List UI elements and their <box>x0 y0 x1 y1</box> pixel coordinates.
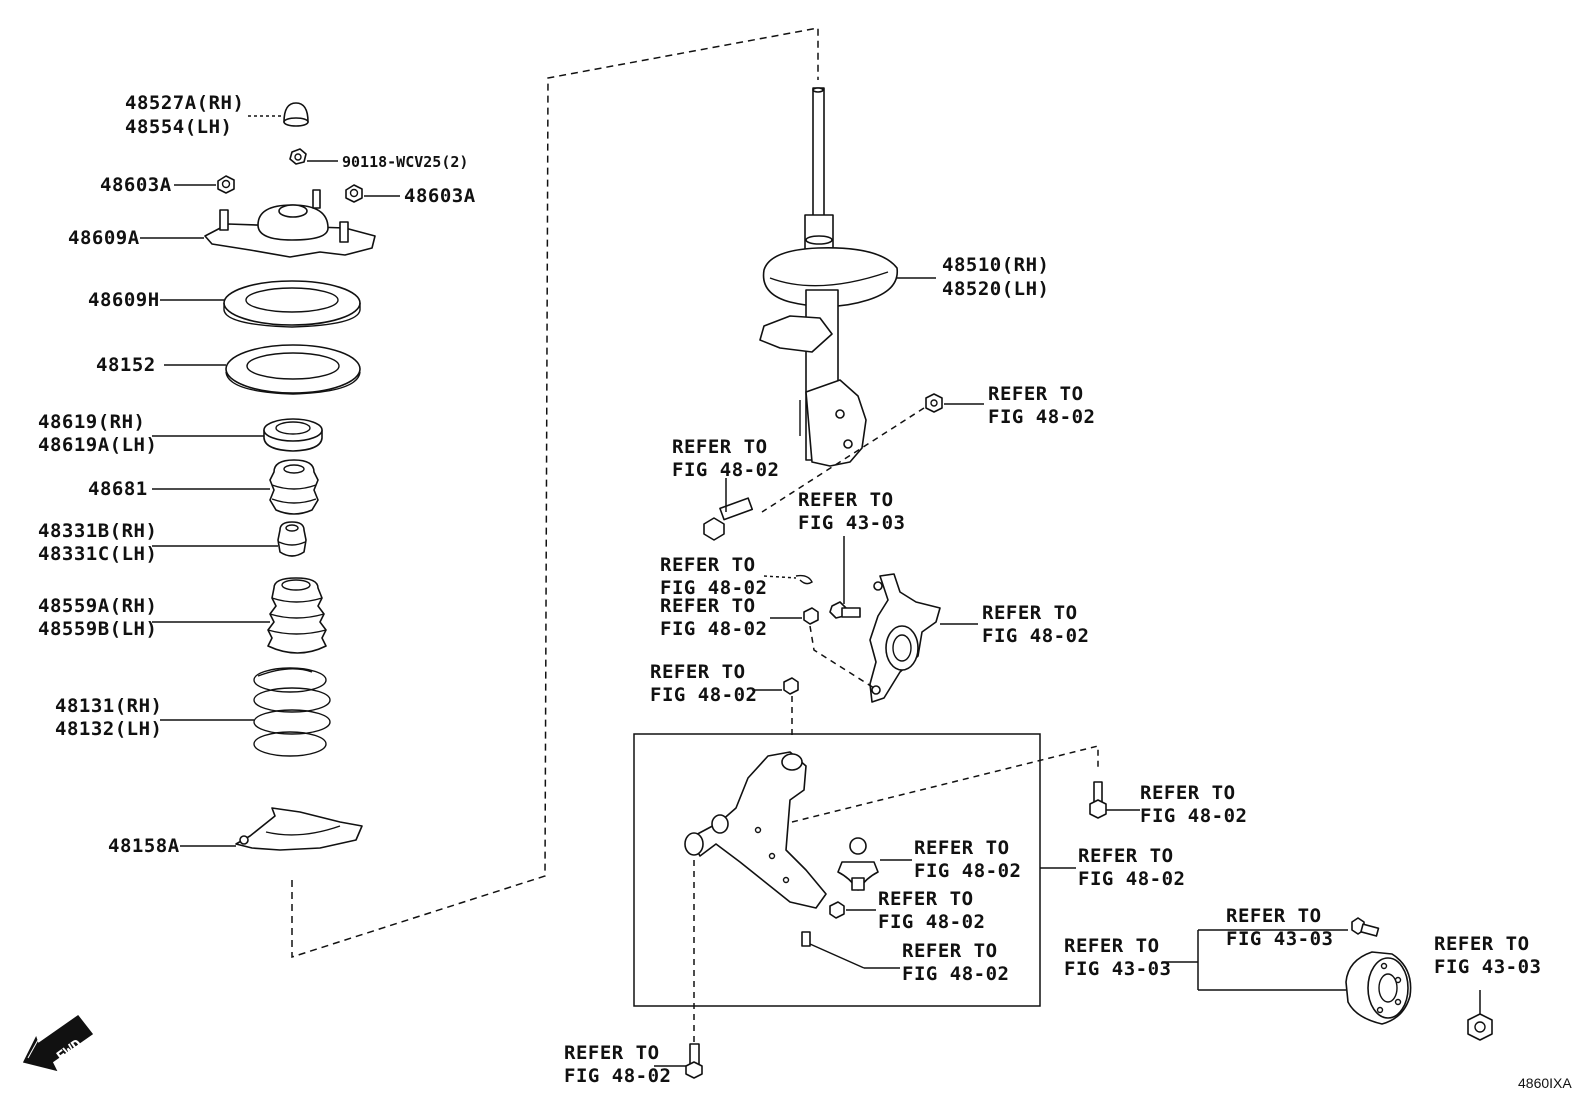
spring-bumper-seat-part <box>263 418 323 452</box>
nut-right-part <box>345 184 363 203</box>
lower-arm-part <box>684 751 827 909</box>
bump-stopper-part <box>269 459 319 515</box>
knuckle-nut-part <box>803 607 819 625</box>
lower-seat-part <box>235 807 363 851</box>
hub-bolt-part <box>1351 917 1380 937</box>
strut-part <box>759 87 899 467</box>
ref-r13-line1: REFER TO <box>1064 935 1160 957</box>
hub-part <box>1345 951 1412 1025</box>
ref-r3-line1: REFER TO <box>798 489 894 511</box>
ref-r4-line1: REFER TO <box>982 602 1078 624</box>
ref-r5-line1: REFER TO <box>660 554 756 576</box>
label-cap-lh: 48554(LH) <box>125 116 232 138</box>
stopper-small-part <box>277 521 307 557</box>
label-insulator: 48152 <box>96 354 156 376</box>
ref-r6-line2: FIG 48-02 <box>660 618 767 640</box>
label-stopper-small-rh: 48331B(RH) <box>38 520 157 542</box>
ref-r14-line2: FIG 43-03 <box>1226 928 1333 950</box>
ref-r10-line2: FIG 48-02 <box>1078 868 1185 890</box>
ref-r7-line1: REFER TO <box>650 661 746 683</box>
label-strut-rh: 48510(RH) <box>942 254 1049 276</box>
coil-spring-part <box>253 667 331 757</box>
ref-r6-line1: REFER TO <box>660 595 756 617</box>
label-nut-left: 48603A <box>100 174 172 196</box>
arm-small-bolt-part <box>801 931 811 947</box>
knuckle-bolt-part <box>829 601 861 619</box>
label-strut-lh: 48520(LH) <box>942 278 1049 300</box>
label-stopper-small-lh: 48331C(LH) <box>38 543 157 565</box>
label-bump-stopper: 48681 <box>88 478 148 500</box>
label-nut-small: 90118-WCV25(2) <box>342 153 468 171</box>
ref-r16-line2: FIG 48-02 <box>564 1065 671 1087</box>
label-spring-bumper-seat-lh: 48619A(LH) <box>38 434 157 456</box>
ref-r3-line2: FIG 43-03 <box>798 512 905 534</box>
ref-r12-line2: FIG 48-02 <box>902 963 1009 985</box>
label-boot-lh: 48559B(LH) <box>38 618 157 640</box>
arm-nut-part <box>829 901 845 919</box>
ref-r7-line2: FIG 48-02 <box>650 684 757 706</box>
label-bearing: 48609H <box>88 289 160 311</box>
ref-r11-line2: FIG 48-02 <box>878 911 985 933</box>
nut-small-part <box>289 148 307 165</box>
label-nut-right: 48603A <box>404 185 476 207</box>
label-cap-rh: 48527A(RH) <box>125 92 244 114</box>
nut-left-part <box>217 175 235 194</box>
ref-r16-line1: REFER TO <box>564 1042 660 1064</box>
strut-nut-part <box>925 393 943 413</box>
ref-r14-line1: REFER TO <box>1226 905 1322 927</box>
label-lower-seat: 48158A <box>108 835 180 857</box>
label-support: 48609A <box>68 227 140 249</box>
ref-r5-line2: FIG 48-02 <box>660 577 767 599</box>
ref-r15-line1: REFER TO <box>1434 933 1530 955</box>
figure-code: 4860IXA <box>1518 1075 1572 1091</box>
ref-r1-line2: FIG 48-02 <box>988 406 1095 428</box>
bottom-bolt-part <box>685 1043 703 1079</box>
boot-part <box>267 577 327 654</box>
ref-r9-line1: REFER TO <box>914 837 1010 859</box>
ref-r9-line2: FIG 48-02 <box>914 860 1021 882</box>
knuckle-part <box>869 573 941 703</box>
label-boot-rh: 48559A(RH) <box>38 595 157 617</box>
insulator-part <box>225 344 361 395</box>
arm-bolt-right-part <box>1089 781 1107 819</box>
assembly-dashed-guide <box>291 27 819 959</box>
fwd-arrow-icon <box>22 1014 94 1072</box>
ref-r8-line2: FIG 48-02 <box>1140 805 1247 827</box>
ref-r13-line2: FIG 43-03 <box>1064 958 1171 980</box>
bearing-part <box>223 280 361 328</box>
cotter-pin-part <box>795 574 813 585</box>
ref-r2-line2: FIG 48-02 <box>672 459 779 481</box>
hub-nut-part <box>1467 1013 1493 1041</box>
label-spring-bumper-seat-rh: 48619(RH) <box>38 411 145 433</box>
ref-r8-line1: REFER TO <box>1140 782 1236 804</box>
ref-r10-line1: REFER TO <box>1078 845 1174 867</box>
ball-joint-part <box>837 837 879 891</box>
label-coil-spring-rh: 48131(RH) <box>55 695 162 717</box>
lower-arm-group-box <box>633 733 1041 1007</box>
label-coil-spring-lh: 48132(LH) <box>55 718 162 740</box>
cap-part <box>283 102 309 127</box>
ref-r11-line1: REFER TO <box>878 888 974 910</box>
ball-joint-nut-part <box>783 677 799 695</box>
ref-r12-line1: REFER TO <box>902 940 998 962</box>
ref-r1-line1: REFER TO <box>988 383 1084 405</box>
ref-r15-line2: FIG 43-03 <box>1434 956 1541 978</box>
ref-r2-line1: REFER TO <box>672 436 768 458</box>
strut-bolt-part <box>703 497 754 541</box>
support-part <box>204 189 376 258</box>
ref-r4-line2: FIG 48-02 <box>982 625 1089 647</box>
